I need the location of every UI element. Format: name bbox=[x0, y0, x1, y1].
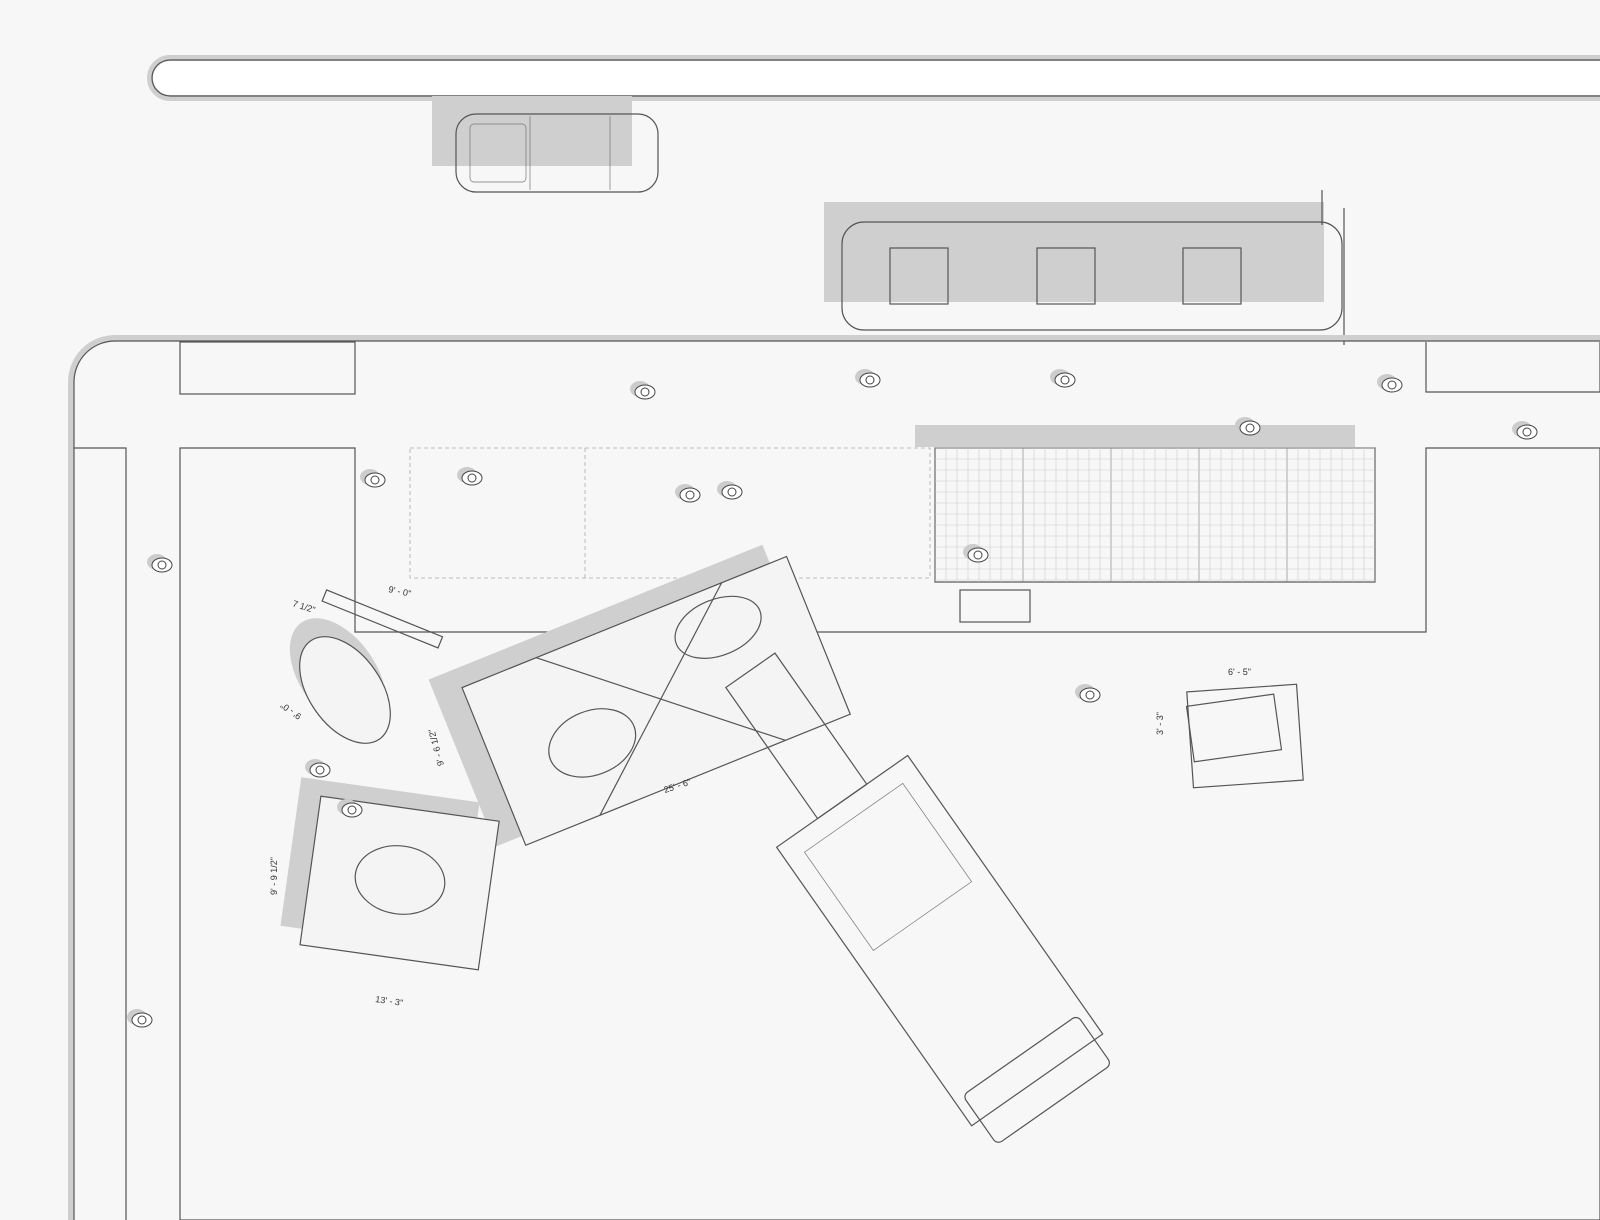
dim-grid-module-height: 3' - 3" bbox=[1155, 712, 1165, 735]
sidewalk bbox=[68, 335, 1600, 1220]
person bbox=[305, 759, 331, 778]
square-platform bbox=[280, 777, 500, 971]
person bbox=[1075, 684, 1101, 703]
person bbox=[675, 484, 701, 503]
dim-grid-module-width: 6' - 5" bbox=[1228, 667, 1251, 677]
pickup-truck bbox=[432, 96, 659, 193]
bus bbox=[824, 190, 1345, 345]
plaza bbox=[179, 447, 1600, 1220]
person bbox=[855, 369, 881, 388]
person bbox=[1050, 369, 1076, 388]
street-median bbox=[147, 55, 1600, 101]
dim-square-platform-width: 13' - 3" bbox=[375, 994, 404, 1008]
people bbox=[127, 369, 1538, 1028]
person bbox=[360, 469, 386, 488]
person bbox=[630, 381, 656, 400]
dim-bench-length: 9' - 0" bbox=[388, 584, 413, 599]
bench bbox=[959, 589, 1031, 623]
dim-bench-width: 7 1/2" bbox=[291, 598, 316, 615]
grid-module bbox=[1185, 683, 1304, 789]
dim-main-platform-width: 9' - 6 1/2" bbox=[426, 728, 445, 767]
person bbox=[457, 467, 483, 486]
person bbox=[1512, 421, 1538, 440]
bench bbox=[321, 589, 444, 649]
person bbox=[963, 544, 989, 563]
bus-roof-hatch bbox=[889, 247, 949, 305]
person bbox=[337, 799, 363, 818]
main-platform bbox=[428, 544, 852, 847]
bus-roof-hatch bbox=[1036, 247, 1096, 305]
person bbox=[1235, 417, 1261, 436]
planter bbox=[179, 341, 356, 395]
dim-oval-platform: 9' - 0" bbox=[279, 700, 304, 721]
person bbox=[147, 554, 173, 573]
food-truck bbox=[724, 652, 1110, 1143]
bus-roof-hatch bbox=[1182, 247, 1242, 305]
person bbox=[717, 481, 743, 500]
solar-grid-canopy bbox=[915, 425, 1376, 623]
oval-platform bbox=[289, 618, 391, 744]
person bbox=[1377, 374, 1403, 393]
dim-square-platform-height: 9' - 9 1/2" bbox=[269, 857, 279, 895]
person bbox=[127, 1009, 153, 1028]
